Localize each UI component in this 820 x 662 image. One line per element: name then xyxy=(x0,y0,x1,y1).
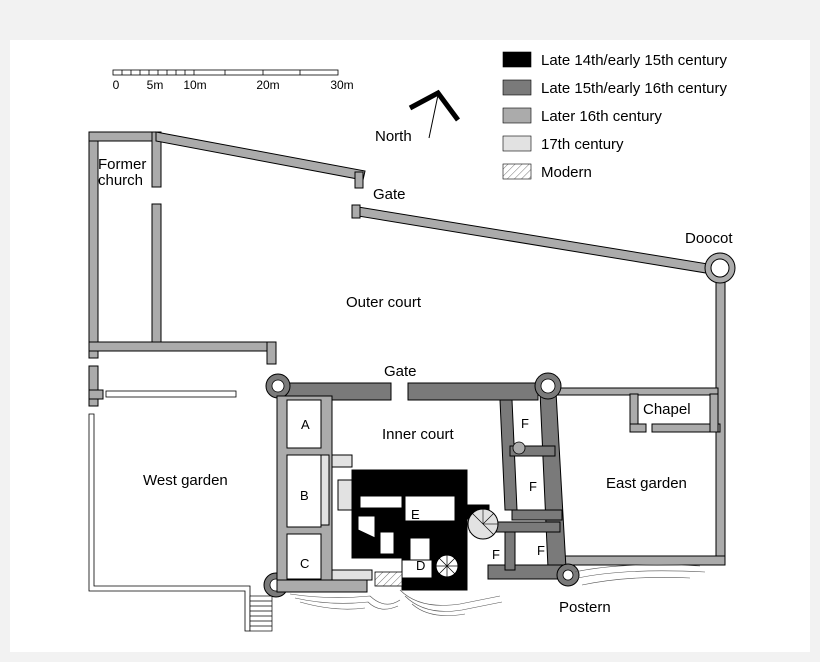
legend-label-late-15th: Late 15th/early 16th century xyxy=(541,80,727,97)
outer-court-walls xyxy=(88,131,726,566)
scale-tick-30m: 30m xyxy=(330,78,353,92)
former-church-label-line2: church xyxy=(98,172,143,189)
outer-gate-label: Gate xyxy=(373,186,406,203)
west-garden-label: West garden xyxy=(143,472,228,489)
area-labels: Former church Gate Doocot Outer court Ga… xyxy=(98,156,733,616)
scale-tick-20m: 20m xyxy=(256,78,279,92)
north-label: North xyxy=(375,128,412,145)
chapel-structure xyxy=(629,393,721,433)
outer-court-label: Outer court xyxy=(346,294,422,311)
room-f-label-1: F xyxy=(521,416,529,431)
scale-tick-10m: 10m xyxy=(183,78,206,92)
legend: Late 14th/early 15th century Late 15th/e… xyxy=(502,51,727,181)
former-church-label-line1: Former xyxy=(98,156,146,173)
legend-swatch-modern xyxy=(502,163,532,180)
room-b-label: B xyxy=(300,488,309,503)
doocot-label: Doocot xyxy=(685,230,733,247)
scale-tick-5m: 5m xyxy=(147,78,164,92)
west-range xyxy=(276,395,373,593)
rock-outcrop xyxy=(289,564,706,616)
legend-label-modern: Modern xyxy=(541,164,592,181)
room-f-label-4: F xyxy=(537,543,545,558)
legend-label-17th: 17th century xyxy=(541,136,624,153)
east-garden-label: East garden xyxy=(606,475,687,492)
scale-bar: 0 5m 10m 20m 30m xyxy=(112,69,354,92)
room-a-label: A xyxy=(301,417,310,432)
legend-swatch-late-15th xyxy=(502,79,532,96)
legend-swatch-later-16th xyxy=(502,107,532,124)
room-f-label-2: F xyxy=(529,479,537,494)
modern-infill xyxy=(374,571,403,587)
room-c-label: C xyxy=(300,556,309,571)
postern-label: Postern xyxy=(559,599,611,616)
chapel-label: Chapel xyxy=(643,401,691,418)
room-e-label: E xyxy=(411,507,420,522)
legend-swatch-late-14th xyxy=(502,51,532,68)
stair-turret xyxy=(467,508,499,540)
inner-gate-label: Gate xyxy=(384,363,417,380)
legend-label-later-16th: Later 16th century xyxy=(541,108,662,125)
north-arrow: North xyxy=(375,89,461,145)
legend-swatch-17th xyxy=(502,135,532,152)
scale-tick-0: 0 xyxy=(113,78,120,92)
room-d-label: D xyxy=(416,558,425,573)
doocot-structure xyxy=(704,252,736,284)
room-labels: A B C D E F F F F xyxy=(300,416,545,573)
room-f-label-3: F xyxy=(492,547,500,562)
west-garden-steps xyxy=(249,595,273,632)
inner-court-label: Inner court xyxy=(382,426,455,443)
legend-label-late-14th: Late 14th/early 15th century xyxy=(541,52,727,69)
